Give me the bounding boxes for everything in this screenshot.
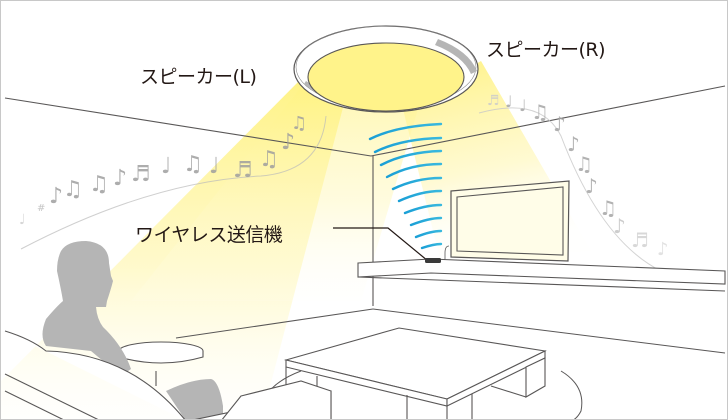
svg-text:♪: ♪ bbox=[281, 130, 295, 155]
svg-text:♪: ♪ bbox=[567, 132, 580, 156]
svg-text:♬: ♬ bbox=[631, 228, 649, 252]
svg-text:♪: ♪ bbox=[553, 112, 566, 136]
svg-text:♬: ♬ bbox=[131, 162, 151, 187]
right-speaker-grille bbox=[435, 39, 477, 74]
armchair bbox=[4, 330, 332, 419]
person-silhouette bbox=[42, 241, 223, 419]
svg-text:♫: ♫ bbox=[259, 147, 279, 172]
svg-text:♪: ♪ bbox=[585, 174, 598, 198]
svg-text:♪: ♪ bbox=[49, 184, 63, 209]
tv-shelf bbox=[357, 258, 726, 292]
speaker-right-label: スピーカー(R) bbox=[486, 39, 606, 61]
speaker-left-label: スピーカー(L) bbox=[140, 66, 257, 88]
svg-text:♬: ♬ bbox=[487, 93, 500, 109]
svg-text:♩: ♩ bbox=[209, 154, 219, 179]
transmitter-label: ワイヤレス送信機 bbox=[135, 224, 283, 246]
svg-text:♫: ♫ bbox=[89, 172, 109, 197]
svg-text:♪: ♪ bbox=[657, 239, 669, 260]
svg-text:♫: ♫ bbox=[599, 196, 617, 220]
svg-text:♩: ♩ bbox=[505, 92, 513, 111]
svg-text:♫: ♫ bbox=[531, 100, 549, 124]
svg-text:♪: ♪ bbox=[613, 214, 626, 238]
svg-text:♩: ♩ bbox=[19, 212, 26, 228]
music-notes-right: ♬ ♩ ♩ ♫ ♪ ♪ ♫ ♪ ♫ ♪ ♬ ♪ bbox=[478, 92, 669, 272]
television bbox=[438, 180, 570, 262]
wireless-transmitter bbox=[425, 258, 441, 263]
room-lines bbox=[4, 85, 726, 354]
wireless-signal-waves bbox=[368, 122, 443, 250]
svg-text:♩: ♩ bbox=[161, 154, 171, 179]
svg-text:♫: ♫ bbox=[291, 113, 307, 134]
svg-text:#: # bbox=[37, 203, 45, 214]
svg-text:♫: ♫ bbox=[183, 152, 203, 177]
left-beam-core bbox=[131, 81, 421, 301]
svg-text:♪: ♪ bbox=[113, 166, 127, 191]
svg-text:♫: ♫ bbox=[63, 177, 83, 202]
svg-text:♩: ♩ bbox=[519, 96, 527, 115]
svg-text:♬: ♬ bbox=[233, 158, 253, 183]
music-notes-left: ♩ # ♪ ♫ ♫ ♪ ♬ ♩ ♫ ♩ ♬ ♫ ♪ ♫ bbox=[19, 113, 327, 250]
svg-text:♫: ♫ bbox=[575, 152, 593, 176]
transmitter-callout bbox=[333, 227, 441, 263]
ceiling-speaker-light bbox=[293, 25, 479, 113]
